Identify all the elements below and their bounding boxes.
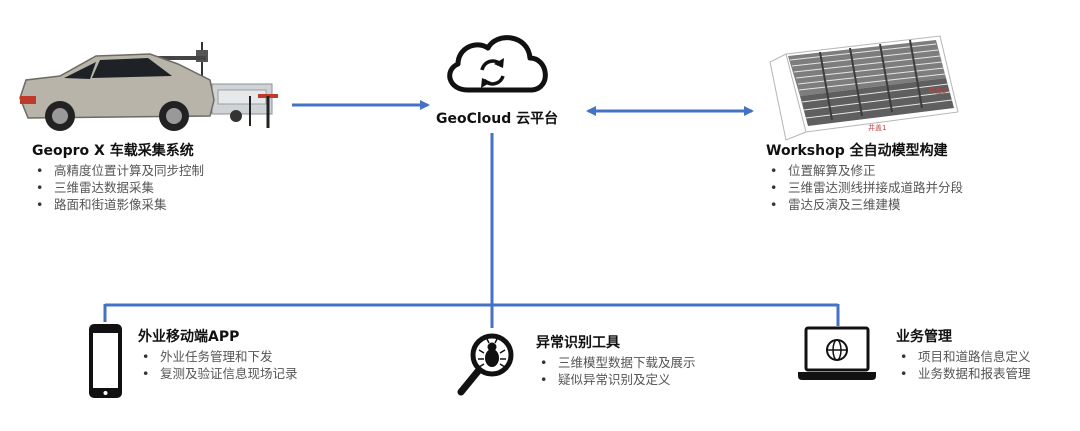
cloud-sync-icon [447, 35, 548, 93]
workshop-title: Workshop 全自动模型构建 [766, 143, 948, 159]
list-item: •三维雷达数据采集 [36, 180, 155, 195]
anomaly-tool-feature-list: •三维模型数据下载及展示 •疑似异常识别及定义 [536, 354, 696, 388]
geopro-feature-list: •高精度位置计算及同步控制 •三维雷达数据采集 •路面和街道影像采集 [32, 162, 204, 213]
workshop-block: Workshop 全自动模型构建 •位置解算及修正 •三维雷达测线拼接成道路并分… [766, 140, 963, 213]
geopro-block: Geopro X 车载采集系统 •高精度位置计算及同步控制 •三维雷达数据采集 … [32, 140, 204, 213]
laptop-globe-icon [798, 326, 876, 380]
list-item: •三维雷达测线拼接成道路并分段 [770, 180, 964, 195]
list-item: •疑似异常识别及定义 [540, 372, 671, 387]
list-item: •高精度位置计算及同步控制 [36, 163, 205, 178]
list-item: •外业任务管理和下发 [142, 349, 273, 364]
geocloud-title: GeoCloud 云平台 [436, 111, 559, 127]
business-feature-list: •项目和道路信息定义 •业务数据和报表管理 [896, 348, 1031, 382]
anomaly-tool-title: 异常识别工具 [536, 335, 620, 351]
list-item: •路面和街道影像采集 [36, 197, 167, 212]
workshop-feature-list: •位置解算及修正 •三维雷达测线拼接成道路并分段 •雷达反演及三维建模 [766, 162, 963, 213]
business-block: 业务管理 •项目和道路信息定义 •业务数据和报表管理 [896, 326, 1031, 382]
geopro-title: Geopro X 车载采集系统 [32, 143, 194, 159]
survey-vehicle-image [19, 42, 278, 131]
mobile-phone-icon [89, 324, 122, 398]
business-title: 业务管理 [896, 329, 952, 345]
list-item: •项目和道路信息定义 [900, 349, 1031, 364]
bug-search-icon [457, 333, 514, 396]
plot-label-manhole-2: 井盖2 [928, 86, 946, 95]
mobile-app-block: 外业移动端APP •外业任务管理和下发 •复测及验证信息现场记录 [138, 326, 298, 382]
list-item: •复测及验证信息现场记录 [142, 366, 298, 381]
list-item: •业务数据和报表管理 [900, 366, 1031, 381]
list-item: •三维模型数据下载及展示 [540, 355, 696, 370]
list-item: •雷达反演及三维建模 [770, 197, 901, 212]
radar-3d-model-image: 井盖1 井盖2 [769, 35, 959, 141]
list-item: •位置解算及修正 [770, 163, 876, 178]
plot-label-manhole-1: 井盖1 [868, 123, 886, 132]
mobile-app-title: 外业移动端APP [138, 329, 240, 345]
anomaly-tool-block: 异常识别工具 •三维模型数据下载及展示 •疑似异常识别及定义 [536, 332, 696, 388]
mobile-app-feature-list: •外业任务管理和下发 •复测及验证信息现场记录 [138, 348, 298, 382]
